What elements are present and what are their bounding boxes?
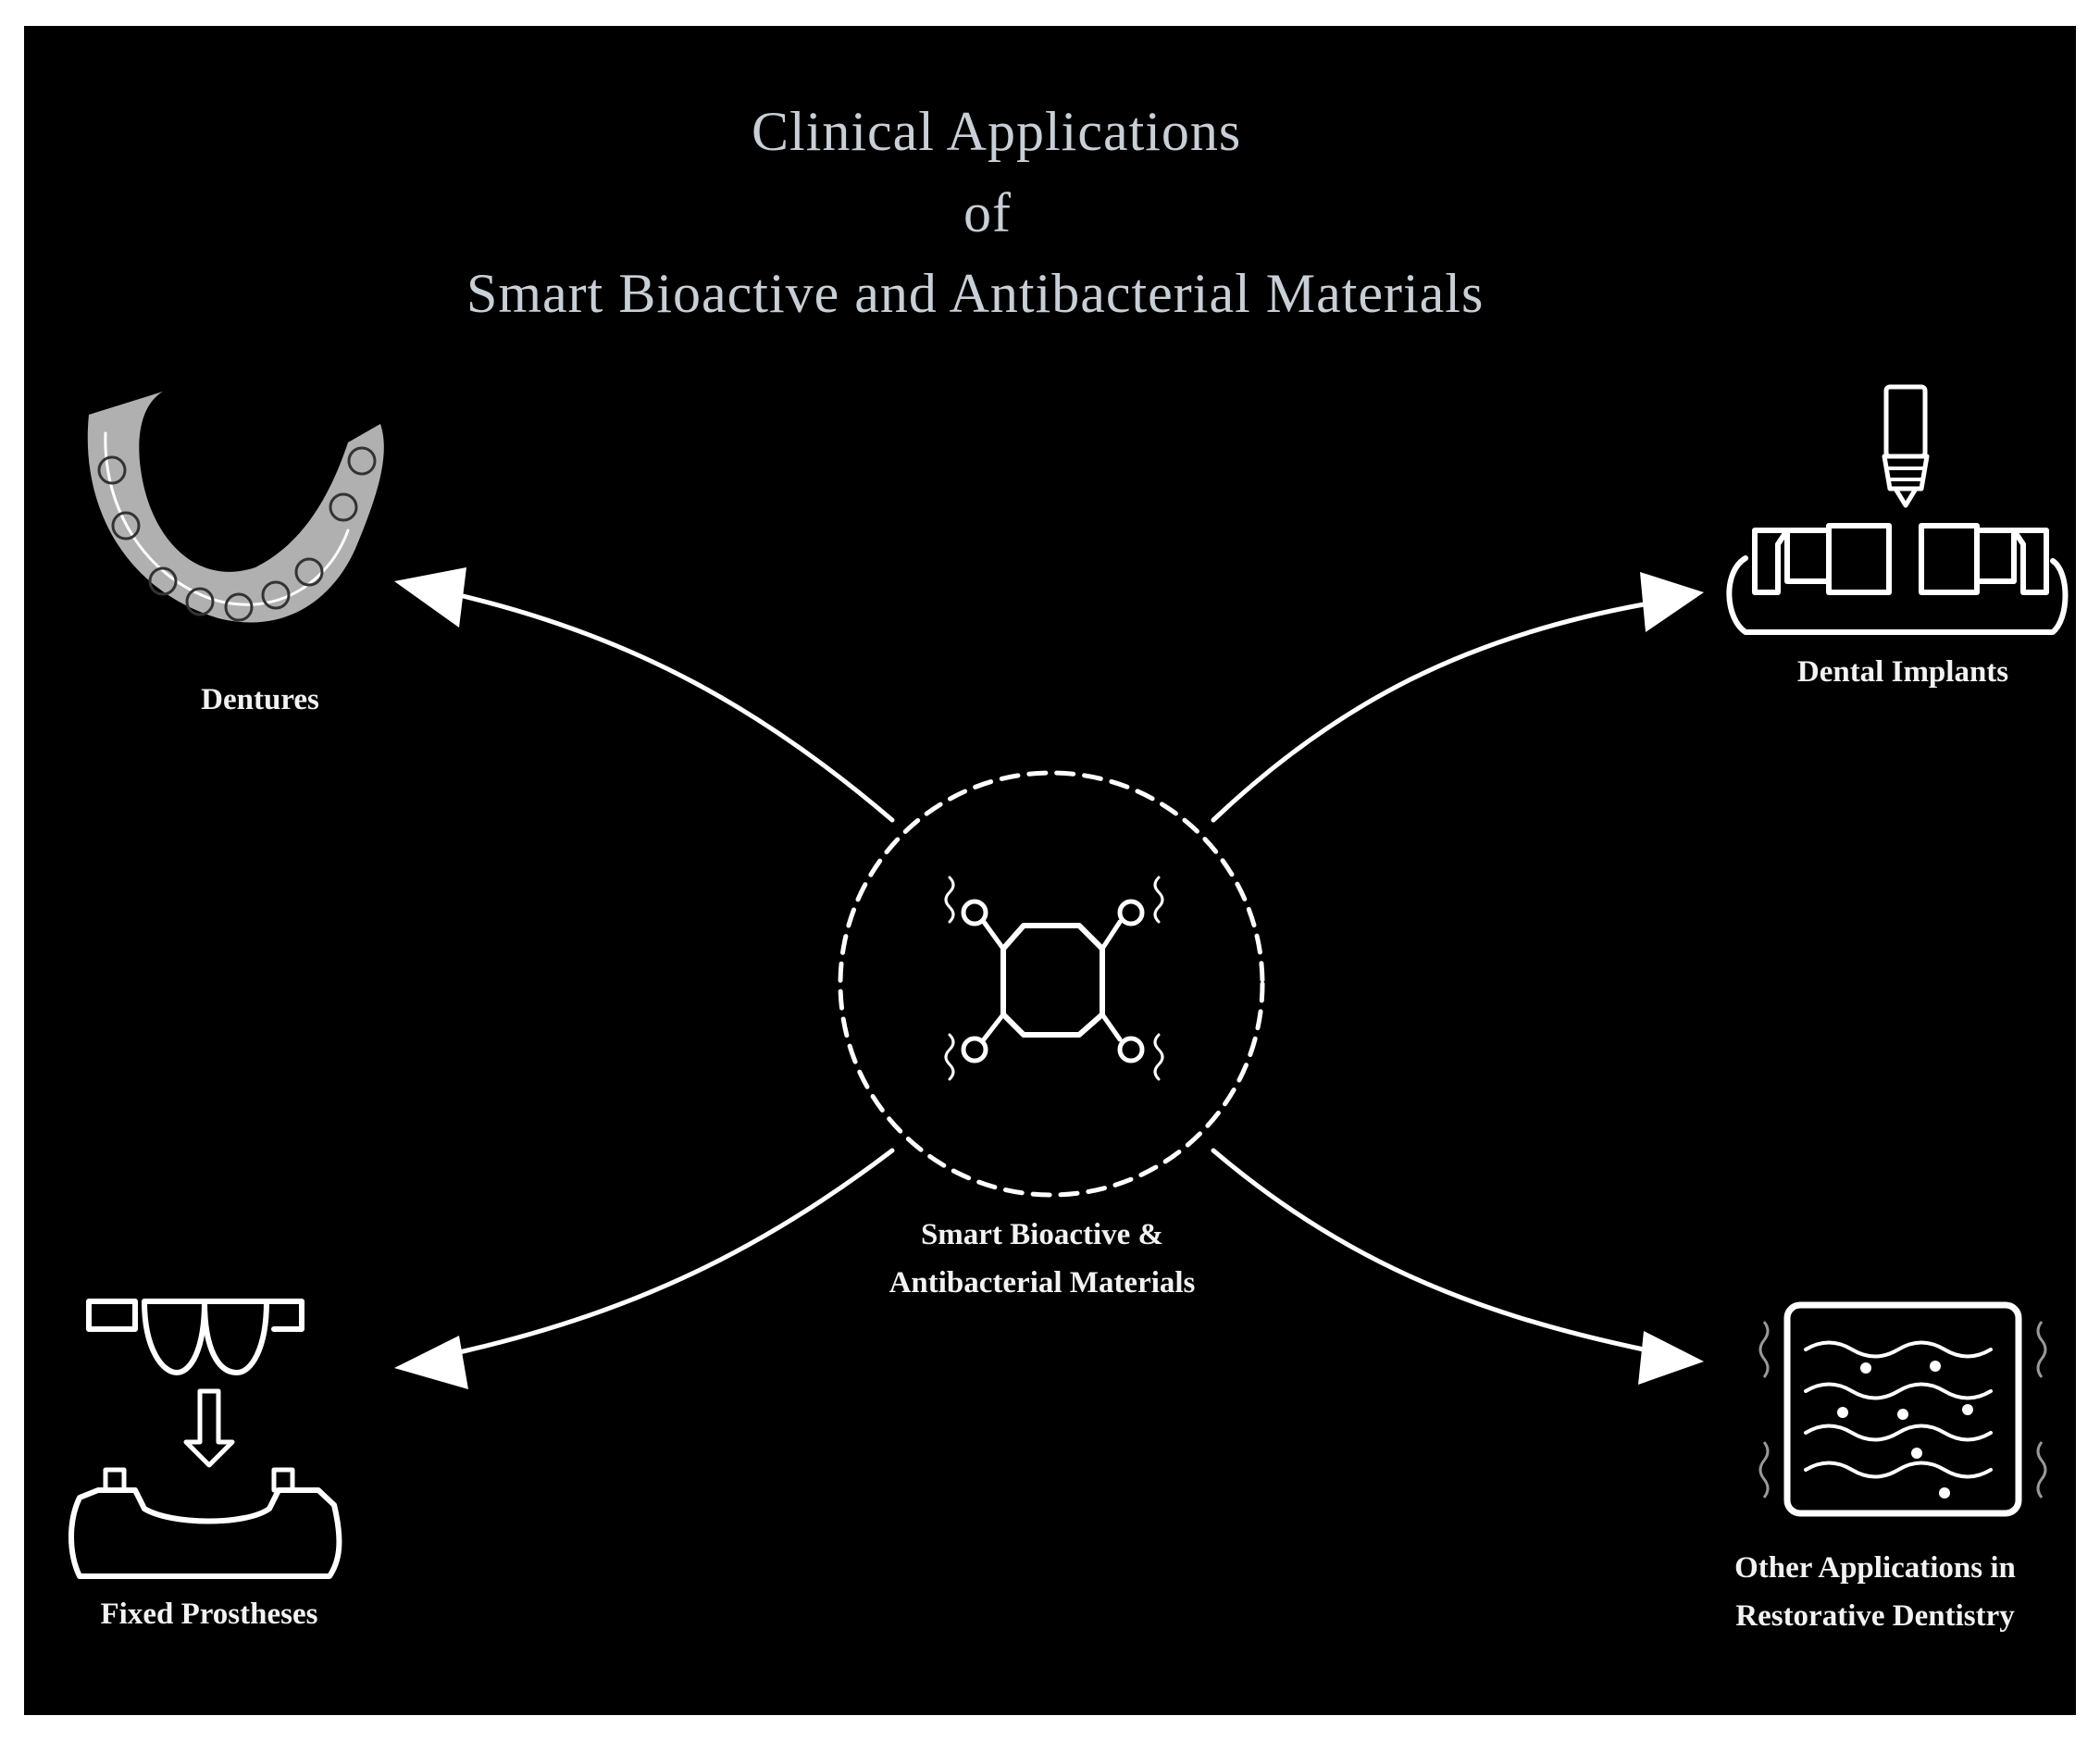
label-other-applications-line-1: Other Applications in: [1734, 1551, 2016, 1585]
molecule-icon: [944, 876, 1164, 1081]
title-line-1: Clinical Applications: [752, 101, 1242, 162]
label-dental-implants: Dental Implants: [1796, 655, 2009, 689]
title-line-3: Smart Bioactive and Antibacterial Materi…: [466, 263, 1485, 324]
arrow-to-fixed-prostheses: [394, 1148, 895, 1389]
title-line-2: of: [963, 182, 1012, 243]
dashed-circle: [838, 770, 1265, 1198]
restorative-scaffold-icon: [1758, 1301, 2047, 1517]
arrow-to-other-applications: [1211, 1148, 1704, 1385]
label-fixed-prostheses: Fixed Prostheses: [100, 1598, 318, 1631]
arrow-to-dentures: [394, 567, 895, 823]
denture-icon: [87, 392, 384, 623]
label-other-applications-line-2: Restorative Dentistry: [1735, 1599, 2015, 1633]
diagram-graphics: [68, 384, 2069, 1579]
label-dentures: Dentures: [201, 683, 319, 716]
label-center-line-1: Smart Bioactive &: [920, 1218, 1164, 1251]
label-center-line-2: Antibacterial Materials: [888, 1266, 1196, 1300]
dental-implant-icon: [1726, 384, 2069, 635]
center-node: [838, 770, 1265, 1198]
fixed-prosthesis-icon: [68, 1299, 342, 1579]
arrow-to-dental-implants: [1211, 572, 1704, 823]
diagram-canvas: Clinical Applications of Smart Bioactive…: [24, 26, 2076, 1715]
